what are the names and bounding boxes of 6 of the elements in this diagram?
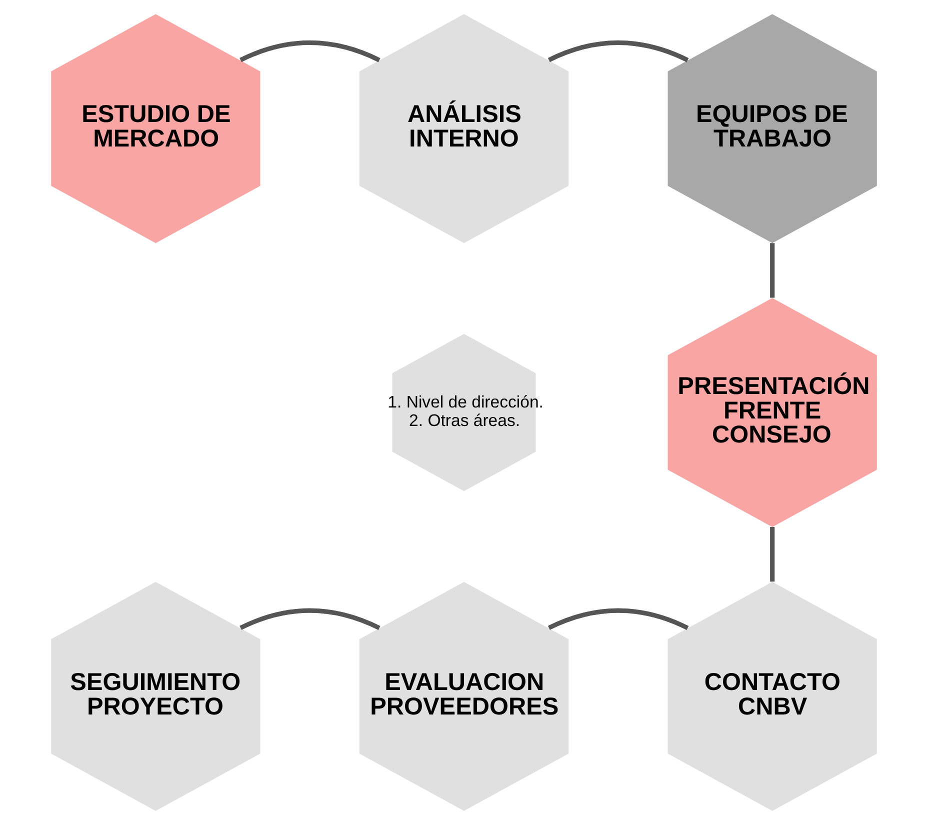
connector	[548, 40, 689, 62]
connector	[240, 608, 380, 630]
connector	[240, 40, 380, 62]
connector	[770, 527, 775, 582]
connector	[548, 608, 689, 630]
connector	[770, 243, 775, 298]
